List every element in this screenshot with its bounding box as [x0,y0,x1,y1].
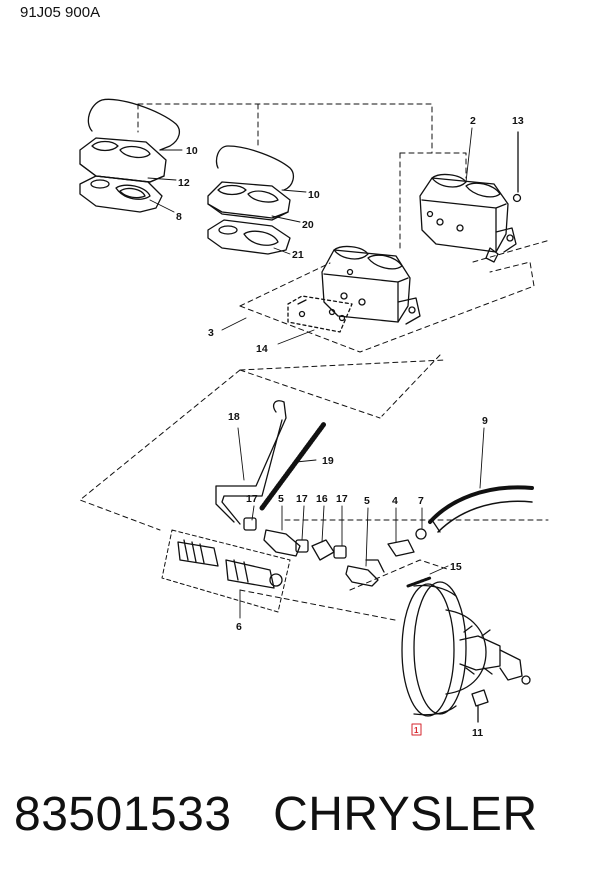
seal-kit-14 [287,295,353,333]
callout-5a: 5 [278,493,284,505]
callout-10b: 10 [308,189,320,201]
callout-21: 21 [292,249,304,261]
diaphragm-gasket-21 [207,219,291,255]
callout-8: 8 [176,211,182,223]
master-cylinder-3 [321,245,421,325]
group-lines-top [137,103,551,353]
brake-line-19 [259,421,327,511]
callout-15: 15 [450,561,462,573]
callout-13: 13 [512,115,524,127]
fitting-17a [243,517,257,531]
fitting-4 [387,539,415,557]
vacuum-hose-9 [428,485,534,533]
part-number-caption: 83501533 CHRYSLER [14,787,538,842]
callout-17a: 17 [246,493,258,505]
callout-12: 12 [178,177,190,189]
callout-7: 7 [418,495,424,507]
part-number: 83501533 [14,788,232,841]
exploded-brake-diagram: 10 12 8 10 20 21 2 13 3 14 18 9 19 17 5 … [79,98,551,739]
bleeder-screw-13 [512,131,522,203]
callout-17c: 17 [336,493,348,505]
callout-9: 9 [482,415,488,427]
spring-15 [406,576,432,588]
master-cylinder-2 [419,173,517,263]
callout-14: 14 [256,343,268,355]
brand-name: CHRYSLER [273,788,538,841]
brake-tube-18 [215,400,287,525]
callout-5b: 5 [364,495,370,507]
callout-18: 18 [228,411,240,423]
callout-19: 19 [322,455,334,467]
nut-11 [471,689,489,723]
valve-kit-6 [161,529,291,613]
callout-labels: 10 12 8 10 20 21 2 13 3 14 18 9 19 17 5 … [176,115,524,739]
callout-16: 16 [316,493,328,505]
retaining-clip-10b [215,145,295,191]
fitting-5b [345,559,385,587]
fitting-17c [333,545,347,559]
brake-booster-1 [401,581,531,717]
callout-17b: 17 [296,493,308,505]
callout-6: 6 [236,621,242,633]
diaphragm-gasket-8 [79,175,163,213]
reservoir-cover-12 [79,137,167,183]
diagram-code: 91J05 900A [20,4,101,21]
reservoir-cover-20 [207,181,291,221]
callout-10a: 10 [186,145,198,157]
retaining-clip-10 [87,98,181,151]
group-lines-bottom [79,354,549,621]
fitting-16 [311,539,335,561]
callout-1: 1 [414,726,419,735]
callout-4: 4 [392,495,398,507]
callout-3: 3 [208,327,214,339]
highlight-box-1 [411,723,422,736]
leader-lines [147,127,485,619]
fitting-5a [263,529,301,557]
fitting-7 [415,528,427,540]
callout-20: 20 [302,219,314,231]
callout-2: 2 [470,115,476,127]
callout-11: 11 [472,727,483,739]
